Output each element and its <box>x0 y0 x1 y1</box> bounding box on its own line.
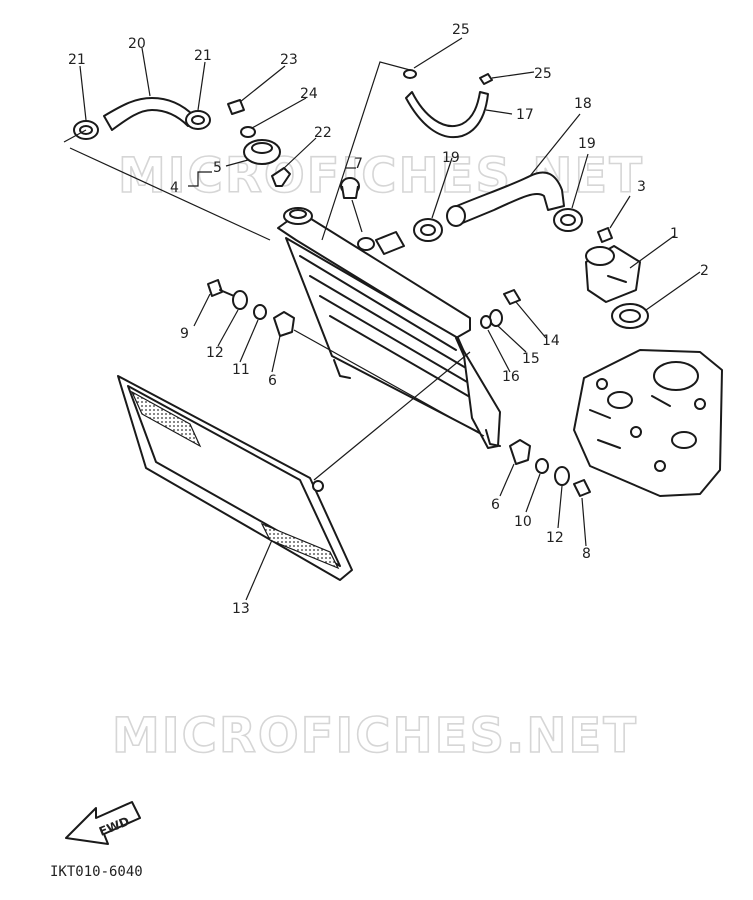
clip-25a <box>403 69 417 79</box>
callout-16: 16 <box>502 369 520 385</box>
callout-6b: 6 <box>491 497 500 513</box>
callout-11: 11 <box>232 362 250 378</box>
watermark-top: MICROFICHES.NET <box>118 148 644 204</box>
clamp-19a <box>413 218 443 242</box>
radiator-cover <box>117 375 353 581</box>
callout-19a: 19 <box>442 150 460 166</box>
leader-lines <box>63 37 701 601</box>
watermark-bottom: MICROFICHES.NET <box>112 708 638 764</box>
cylinder-head <box>573 349 723 497</box>
washer-12a <box>232 290 248 310</box>
forward-arrow-icon: FWD <box>65 801 141 845</box>
callout-17: 17 <box>516 107 534 123</box>
screw-23 <box>227 99 245 115</box>
bolt-9 <box>207 279 235 297</box>
bolt-14 <box>503 289 521 305</box>
hose-18 <box>446 171 565 227</box>
callout-25a: 25 <box>452 22 470 38</box>
callout-14: 14 <box>542 333 560 349</box>
washer-24 <box>240 126 256 138</box>
callout-4: 4 <box>170 180 179 196</box>
clip-25b <box>479 73 493 85</box>
callout-15: 15 <box>522 351 540 367</box>
thermostat-housing <box>585 245 641 303</box>
hose-17 <box>405 91 489 139</box>
grommet-6b <box>509 439 531 465</box>
collar-10 <box>535 458 549 474</box>
callout-13: 13 <box>232 601 250 617</box>
radiator <box>277 207 501 449</box>
callout-20: 20 <box>128 36 146 52</box>
callout-21a: 21 <box>68 52 86 68</box>
callout-3: 3 <box>637 179 646 195</box>
clamp-21b <box>185 110 211 130</box>
radiator-cap-5 <box>243 139 281 165</box>
bolt-3 <box>597 227 613 243</box>
callout-22: 22 <box>314 125 332 141</box>
callout-9: 9 <box>180 326 189 342</box>
thermostat <box>611 303 649 329</box>
callout-21b: 21 <box>194 48 212 64</box>
callout-6a: 6 <box>268 373 277 389</box>
callout-10: 10 <box>514 514 532 530</box>
callout-8: 8 <box>582 546 591 562</box>
callout-12b: 12 <box>546 530 564 546</box>
bolt-8 <box>573 479 591 497</box>
washer-16 <box>480 315 492 329</box>
callout-2: 2 <box>700 263 709 279</box>
callout-25b: 25 <box>534 66 552 82</box>
fitting-7 <box>340 177 360 199</box>
grommet-6a <box>273 311 295 337</box>
callout-18: 18 <box>574 96 592 112</box>
drawing-code: IKT010-6040 <box>50 864 143 880</box>
callout-7: 7 <box>354 156 363 172</box>
callout-12a: 12 <box>206 345 224 361</box>
callout-5: 5 <box>213 160 222 176</box>
hose-20 <box>103 97 195 131</box>
collar-11 <box>253 304 267 320</box>
washer-12b <box>554 466 570 486</box>
callout-23: 23 <box>280 52 298 68</box>
callout-19b: 19 <box>578 136 596 152</box>
callout-1: 1 <box>670 226 679 242</box>
clamp-19b <box>553 208 583 232</box>
callout-24: 24 <box>300 86 318 102</box>
